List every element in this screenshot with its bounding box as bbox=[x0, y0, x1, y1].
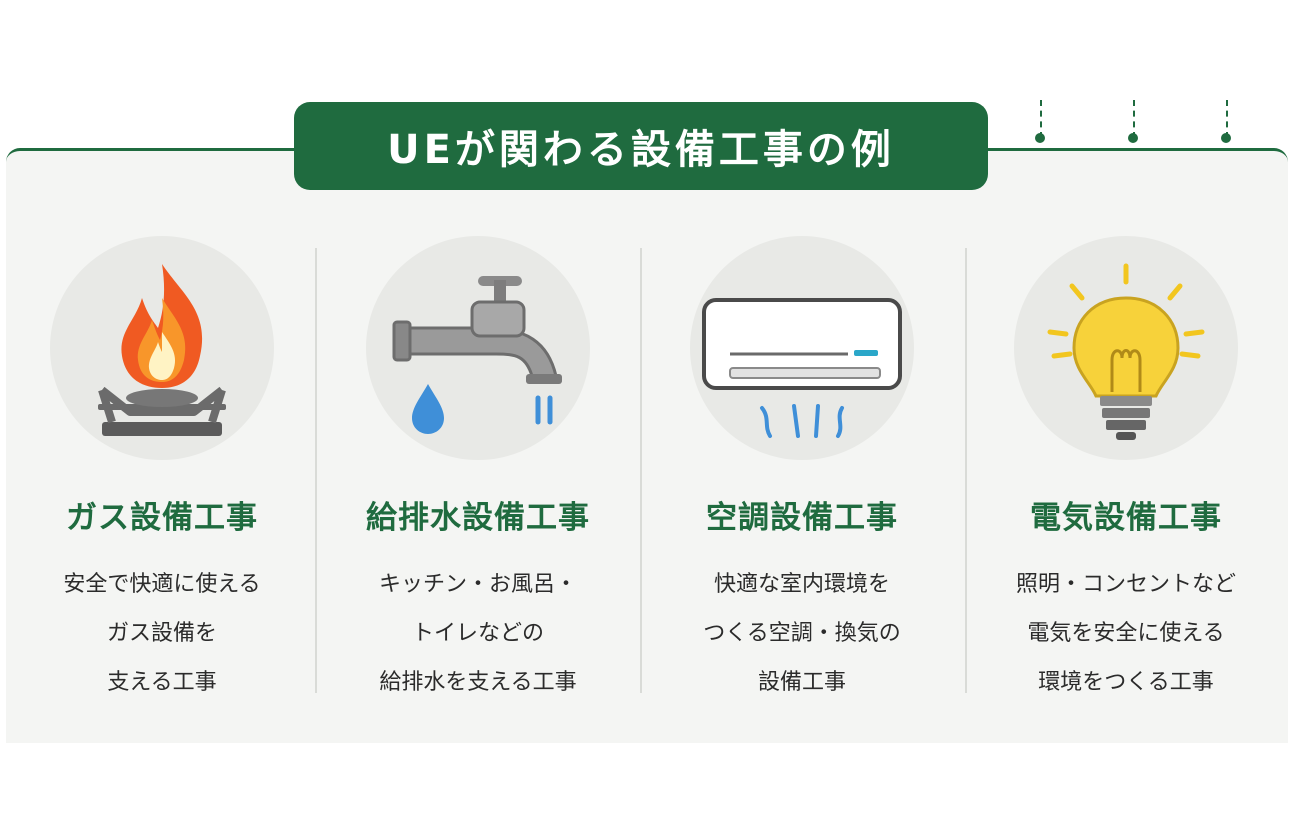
service-heading: ガス設備工事 bbox=[66, 500, 258, 536]
description-line: 支える工事 bbox=[107, 670, 217, 695]
service-description: 安全で快適に使える ガス設備を 支える工事 bbox=[12, 560, 312, 707]
description-line: ガス設備を bbox=[106, 621, 217, 646]
decorative-dot bbox=[1035, 133, 1045, 143]
decorative-line bbox=[1040, 100, 1042, 138]
description-line: 安全で快適に使える bbox=[63, 572, 261, 597]
service-water: 給排水設備工事 キッチン・お風呂・ トイレなどの 給排水を支える工事 bbox=[328, 230, 628, 700]
description-line: 環境をつくる工事 bbox=[1038, 670, 1214, 695]
service-description: 快適な室内環境を つくる空調・換気の 設備工事 bbox=[652, 560, 952, 707]
description-line: 給排水を支える工事 bbox=[379, 670, 577, 695]
water-faucet-icon bbox=[366, 236, 590, 460]
column-divider bbox=[640, 248, 642, 693]
air-conditioner-icon bbox=[690, 236, 914, 460]
service-description: キッチン・お風呂・ トイレなどの 給排水を支える工事 bbox=[328, 560, 628, 707]
description-line: 快適な室内環境を bbox=[713, 572, 890, 597]
decorative-dot bbox=[1221, 133, 1231, 143]
page-title: UEが関わる設備工事の例 bbox=[294, 102, 988, 190]
service-heading: 空調設備工事 bbox=[706, 500, 898, 536]
description-line: 電気を安全に使える bbox=[1027, 621, 1225, 646]
description-line: 設備工事 bbox=[757, 670, 846, 695]
description-line: キッチン・お風呂・ bbox=[378, 572, 577, 597]
gas-stove-flame-icon bbox=[50, 236, 274, 460]
service-heading: 電気設備工事 bbox=[1030, 500, 1222, 536]
column-divider bbox=[965, 248, 967, 693]
description-line: つくる空調・換気の bbox=[703, 621, 901, 646]
column-divider bbox=[315, 248, 317, 693]
decorative-line bbox=[1226, 100, 1228, 138]
service-air-conditioning: 空調設備工事 快適な室内環境を つくる空調・換気の 設備工事 bbox=[652, 230, 952, 700]
service-electrical: 電気設備工事 照明・コンセントなど 電気を安全に使える 環境をつくる工事 bbox=[976, 230, 1276, 700]
service-description: 照明・コンセントなど 電気を安全に使える 環境をつくる工事 bbox=[976, 560, 1276, 707]
light-bulb-icon bbox=[1014, 236, 1238, 460]
description-line: トイレなどの bbox=[411, 621, 544, 646]
service-gas: ガス設備工事 安全で快適に使える ガス設備を 支える工事 bbox=[12, 230, 312, 700]
description-line: 照明・コンセントなど bbox=[1015, 572, 1236, 597]
service-heading: 給排水設備工事 bbox=[366, 500, 590, 536]
decorative-dot bbox=[1128, 133, 1138, 143]
decorative-line bbox=[1133, 100, 1135, 138]
